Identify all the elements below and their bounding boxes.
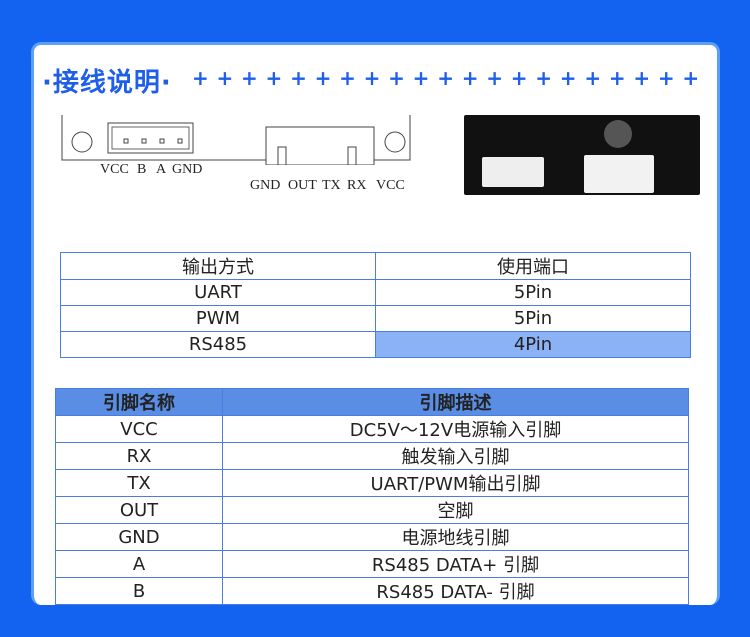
pin-label: TX: [322, 178, 341, 193]
section-title: ·接线说明·: [42, 68, 172, 98]
cell: RX: [55, 442, 223, 470]
pin-label: OUT: [288, 178, 317, 193]
highlighted-cell: 4Pin: [375, 331, 691, 358]
cell: 电源地线引脚: [222, 523, 689, 551]
cell: A: [55, 550, 223, 578]
cell: 5Pin: [375, 279, 691, 306]
header-cell: 输出方式: [60, 252, 376, 280]
table-header-row: 输出方式使用端口: [60, 252, 691, 280]
cell: RS485: [60, 331, 376, 358]
cell: UART/PWM输出引脚: [222, 469, 689, 497]
decorative-plus-row: + + + + + + + + + + + + + + + + + + + + …: [192, 66, 700, 90]
pin-label: VCC: [376, 178, 405, 193]
table-header-row: 引脚名称引脚描述: [55, 388, 689, 416]
header-cell: 引脚描述: [222, 388, 689, 416]
wiring-diagram: [61, 115, 411, 165]
cell: B: [55, 577, 223, 605]
cell: 触发输入引脚: [222, 442, 689, 470]
cell: DC5V～12V电源输入引脚: [222, 415, 689, 443]
cell: 空脚: [222, 496, 689, 524]
pin-label: RX: [347, 178, 367, 193]
module-photo: [464, 115, 700, 195]
pin-label: B: [137, 162, 147, 177]
header-cell: 使用端口: [375, 252, 691, 280]
cell: VCC: [55, 415, 223, 443]
pin-label: GND: [250, 178, 281, 193]
cell: TX: [55, 469, 223, 497]
cell: GND: [55, 523, 223, 551]
cell: OUT: [55, 496, 223, 524]
cell: UART: [60, 279, 376, 306]
pin-label: VCC: [100, 162, 129, 177]
cell: PWM: [60, 305, 376, 332]
cell: 5Pin: [375, 305, 691, 332]
header-cell: 引脚名称: [55, 388, 223, 416]
pin-label: A: [156, 162, 167, 177]
cell: RS485 DATA- 引脚: [222, 577, 689, 605]
cell: RS485 DATA+ 引脚: [222, 550, 689, 578]
pin-label: GND: [172, 162, 203, 177]
